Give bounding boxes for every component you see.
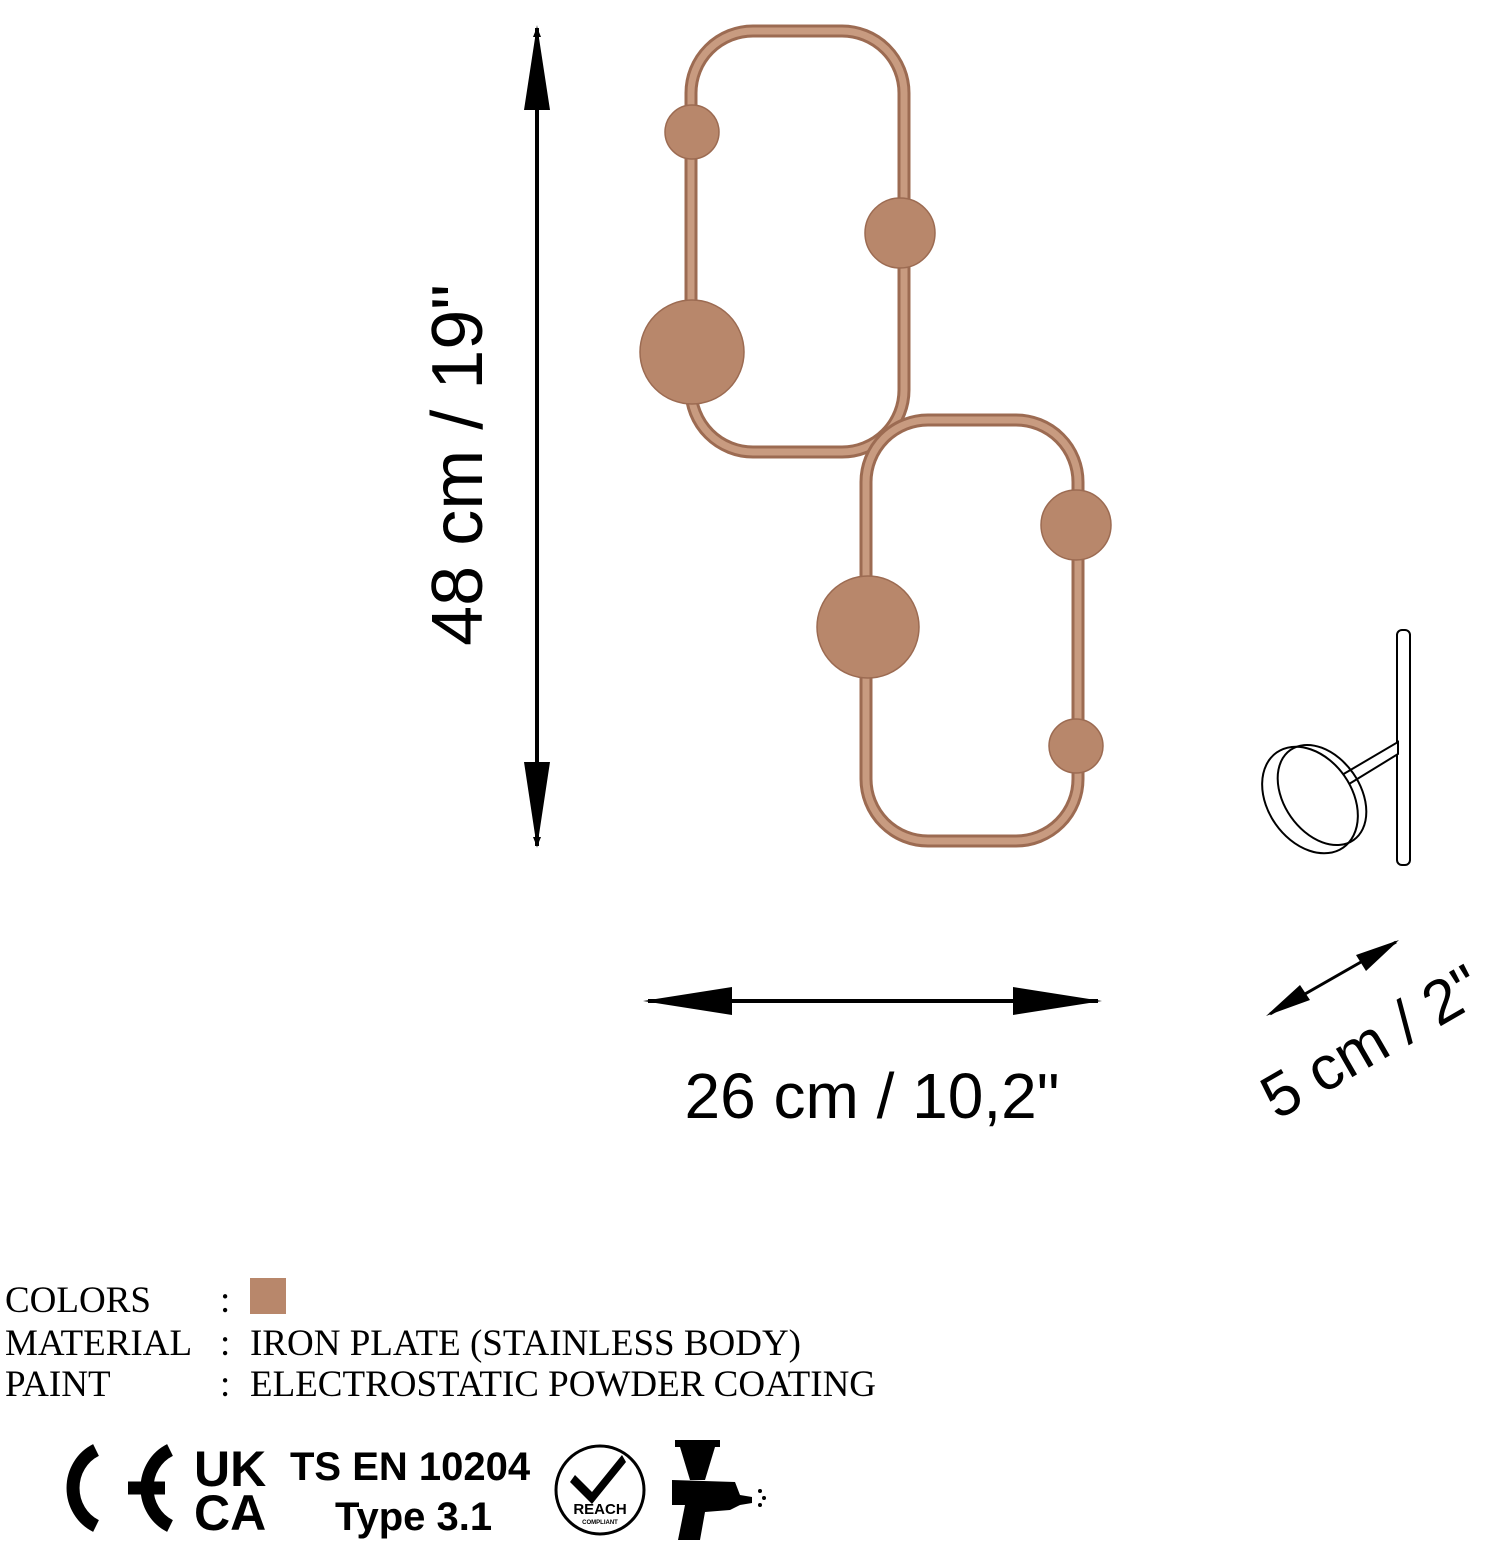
height-label: 48 cm / 19" [418, 284, 498, 646]
disc [664, 104, 720, 160]
width-label: 26 cm / 10,2" [685, 1060, 1060, 1132]
disc [816, 575, 920, 679]
spec-separator: : [220, 1364, 230, 1405]
ukca-bottom: CA [194, 1485, 266, 1541]
spec-table: COLORS : MATERIAL : IRON PLATE (STAINLES… [5, 1278, 876, 1405]
ukca-top: UK [194, 1441, 266, 1497]
disc [1040, 489, 1112, 561]
depth-label: 5 cm / 2" [1249, 952, 1486, 1133]
spec-label-material: MATERIAL [5, 1323, 192, 1364]
reach-text: REACH [573, 1501, 626, 1518]
spec-separator: : [220, 1323, 230, 1364]
spec-label-paint: PAINT [5, 1364, 111, 1405]
standard-type: Type 3.1 [335, 1495, 492, 1539]
spec-separator: : [220, 1280, 230, 1321]
reach-compliant-icon: REACH COMPLIANT [554, 1444, 646, 1536]
disc [864, 197, 936, 269]
spec-value-material: IRON PLATE (STAINLESS BODY) [250, 1323, 801, 1364]
spray-gun-icon [672, 1440, 766, 1540]
spec-value-paint: ELECTROSTATIC POWDER COATING [250, 1364, 876, 1405]
spec-label-colors: COLORS [5, 1280, 151, 1321]
standard-label: TS EN 10204 [290, 1445, 531, 1489]
product-front-view [639, 24, 1112, 848]
color-swatch [250, 1278, 286, 1314]
reach-sub-text: COMPLIANT [582, 1520, 618, 1526]
disc [639, 299, 745, 405]
ukca-mark-icon: UK CA [194, 1441, 266, 1541]
product-side-view [1261, 629, 1411, 866]
disc [1048, 718, 1104, 774]
ce-mark-icon [66, 1444, 174, 1532]
